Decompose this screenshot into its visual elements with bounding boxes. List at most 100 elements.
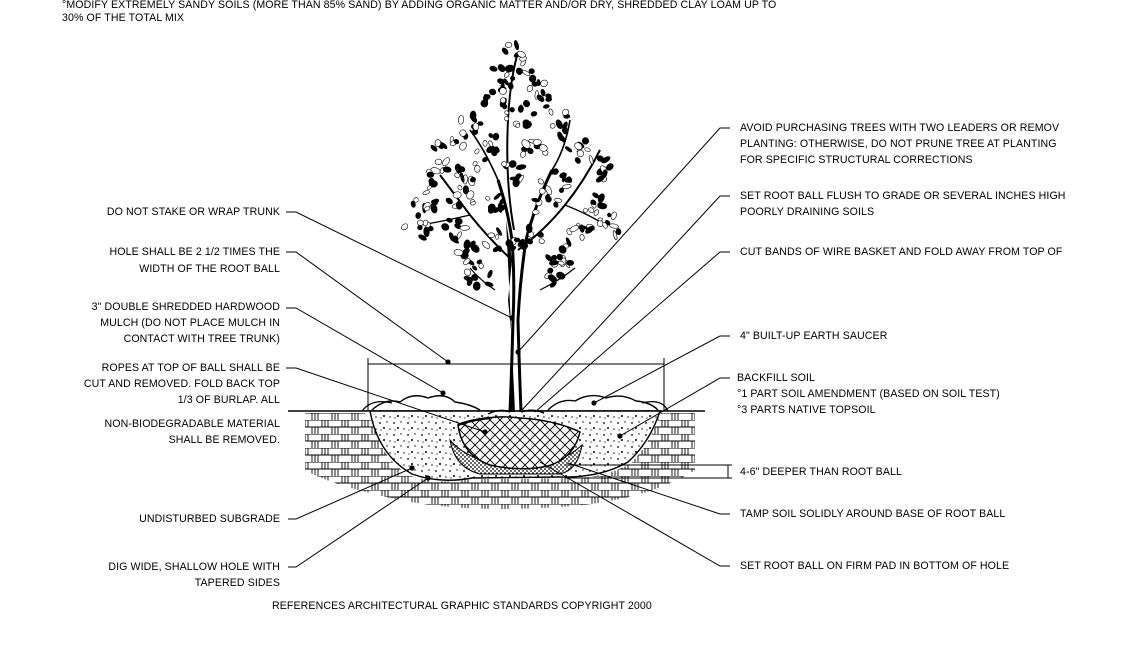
leaf [474,165,481,173]
leaf [549,260,559,266]
leaf [426,185,432,190]
leaf [426,171,435,178]
leaf [557,131,564,141]
leaf [579,234,585,241]
leaf [459,129,467,137]
leaf [472,160,478,167]
leaf [590,199,597,206]
leaf [561,127,568,133]
leaf [609,223,619,229]
callout-mulch-line-3: CONTACT WITH TREE TRUNK) [123,333,280,345]
leaf [610,211,617,220]
leaf [452,191,462,199]
leaf [515,164,527,170]
leaf [601,156,611,164]
leaf [556,271,566,280]
leaf [481,240,491,249]
leaf [602,169,608,177]
callout-hole-line-1: HOLE SHALL BE 2 1/2 TIMES THE [109,246,280,258]
leaf [539,144,548,152]
leaf [453,139,460,145]
leaf [401,223,409,231]
callout-tamp: TAMP SOIL SOLIDLY AROUND BASE OF ROOT BA… [740,508,1006,520]
leaf [455,200,463,210]
leaf [543,104,550,109]
leaf [597,217,603,222]
header-note-line-1: °MODIFY EXTREMELY SANDY SOILS (MORE THAN… [62,0,777,11]
leaf [504,116,510,122]
callout-backfill-line-3: °3 PARTS NATIVE TOPSOIL [737,404,876,416]
leaf [556,253,563,261]
leaf [513,40,520,51]
leaf [607,212,612,218]
leaf [547,274,558,283]
callout-ropes-line-4: NON-BIODEGRADABLE MATERIAL [104,418,280,430]
leaf [588,207,595,213]
leaf [504,110,510,115]
leaf [512,178,520,188]
leaf [442,157,450,167]
leaf [532,139,542,146]
leaf [530,111,538,117]
callout-mulch-line-1: 3" DOUBLE SHREDDED HARDWOOD [91,301,280,313]
leaf [597,193,605,203]
leaf [584,147,591,152]
leaf [577,225,588,230]
leaf [529,74,537,83]
leaf [554,198,563,203]
leaf [446,217,453,223]
leader-dots [409,315,623,481]
leaf [497,64,506,73]
leaf [513,237,521,243]
leaf [500,97,506,104]
leaf [431,199,438,206]
leaf [422,219,429,227]
leaf [574,157,581,164]
leaf [562,108,569,116]
leaf [525,238,534,245]
leaf [454,217,463,225]
tree-canopy [401,40,622,291]
leaf [440,142,448,150]
leaf [482,156,489,163]
leaf [471,274,479,281]
leaf [605,163,614,171]
leaf [562,184,572,190]
leaf [537,178,544,185]
leaf [482,139,488,147]
leader-lines [286,127,730,568]
leaf [459,225,471,231]
leaf [434,139,442,147]
leaf [472,281,481,291]
leaf [612,230,618,241]
leaf [522,120,532,129]
leaf [430,144,438,152]
leaf [545,185,552,196]
undisturbed-subgrade-hatch [305,413,695,509]
leaf [558,245,567,254]
callout-subgrade: UNDISTURBED SUBGRADE [139,513,280,525]
leaf [539,188,546,195]
leaf [588,155,594,165]
callout-deeper: 4-6" DEEPER THAN ROOT BALL [740,466,902,478]
leaf [509,107,515,113]
leaf [452,235,459,242]
callout-flush-line-1: SET ROOT BALL FLUSH TO GRADE OR SEVERAL … [740,190,1066,202]
callout-leaders-line-2: PLANTING: OTHERWISE, DO NOT PRUNE TREE A… [740,138,1057,150]
leaf [470,201,476,206]
leaf [565,146,573,153]
leaf [441,223,450,231]
leaf [424,206,430,212]
leaf [602,222,608,229]
leaf [462,248,470,256]
leaf [510,75,516,81]
leaf [459,141,467,151]
leaf [485,196,491,201]
leaf [501,161,507,167]
hole-width-dimension [367,358,665,411]
leaf [495,205,503,213]
callout-backfill-line-1: BACKFILL SOIL [737,372,816,384]
leaf [418,234,427,241]
depth-dimension [565,464,732,479]
